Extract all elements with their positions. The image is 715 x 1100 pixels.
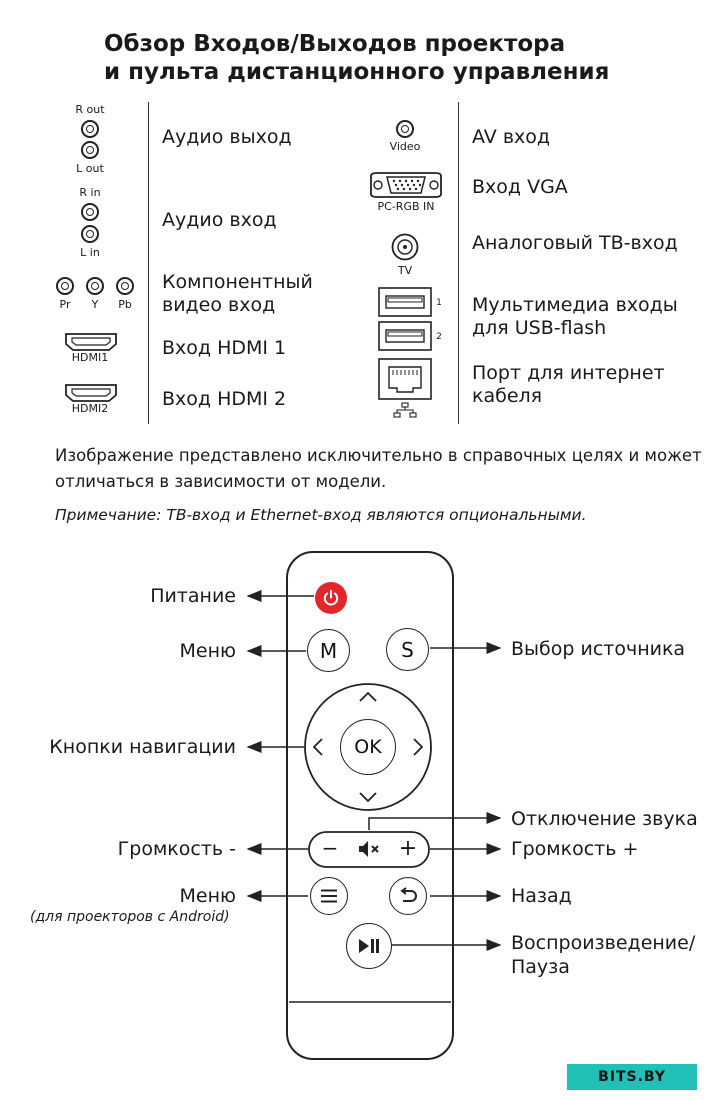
ethernet-port-icon [378,358,432,418]
y-jack-icon [86,277,104,295]
menu-button[interactable]: M [307,629,350,672]
bits-by-logo: BITS.BY [567,1064,697,1090]
l-out-jack-icon [81,141,99,159]
l-in-label: L in [80,246,100,259]
hdmi2-port-icon [65,384,117,402]
audio-in-label: Аудио вход [162,209,277,231]
mute-button[interactable] [357,838,383,860]
power-label: Питание [150,585,236,607]
r-out-jack-icon [81,120,99,138]
pb-jack-icon [116,277,134,295]
android-menu-button[interactable] [310,877,348,915]
ok-button[interactable]: OK [340,719,396,775]
ethernet-label-2: кабеля [472,385,543,407]
ethernet-label-1: Порт для интернет [472,362,665,384]
android-menu-label: Меню [179,885,237,907]
navigation-label: Кнопки навигации [49,736,236,758]
r-in-jack-icon [81,203,99,221]
pr-jack-icon [56,277,74,295]
r-out-label: R out [75,103,105,116]
menu-label: Меню [179,640,237,662]
mute-label: Отключение звука [511,808,698,830]
l-out-label: L out [76,162,104,175]
hdmi1-label: Вход HDMI 1 [162,337,287,359]
tv-antenna-jack-icon [391,233,419,261]
power-icon [323,589,339,606]
hdmi2-label: Вход HDMI 2 [162,388,287,410]
vga-port-label: PC-RGB IN [377,200,435,213]
disclaimer-line-1: Изображение представлено исключительно в… [55,446,702,465]
page-title: Обзор Входов/Выходов проектора и пульта … [104,30,609,86]
hdmi1-port-label: HDMI1 [71,351,109,364]
r-in-label: R in [79,186,101,199]
nav-right-button[interactable] [406,731,428,763]
usb-port-2-number: 2 [436,332,442,342]
tv-in-label: Аналоговый ТВ-вход [472,232,678,254]
component-label-1: Компонентный [162,271,313,293]
pr-label: Pr [59,298,71,311]
component-label-2: видео вход [162,294,276,316]
play-pause-label-1: Воспроизведение/ [511,932,696,954]
video-port-label: Video [389,140,421,153]
title-line-1: Обзор Входов/Выходов проектора [104,31,566,57]
remote-control-body [246,551,502,1060]
hdmi2-port-label: HDMI2 [71,402,109,415]
play-pause-icon [359,939,379,953]
disclaimer-line-2: отличаться в зависимости от модели. [55,472,387,491]
vga-port-icon [370,172,442,198]
nav-down-button[interactable] [352,782,384,804]
video-jack-icon [396,120,414,138]
nav-up-button[interactable] [352,690,384,712]
back-arrow-icon [400,887,417,902]
tv-port-label: TV [397,264,413,277]
back-button[interactable] [389,877,427,915]
pb-label: Pb [118,298,132,311]
android-hint: (для проекторов с Android) [30,909,230,925]
back-label: Назад [511,885,572,907]
av-in-label: AV вход [472,126,551,148]
volume-up-button[interactable]: + [398,835,418,861]
usb-ports-icon [378,287,432,351]
divider-right [458,102,460,424]
usb-port-1-number: 1 [436,298,442,308]
usb-label-1: Мультимедиа входы [472,294,678,316]
power-button[interactable] [315,582,347,614]
hamburger-icon [321,889,337,903]
volume-down-label: Громкость - [117,838,236,860]
l-in-jack-icon [81,225,99,243]
usb-label-2: для USB-flash [472,317,607,339]
volume-up-label: Громкость + [511,838,639,860]
y-label: Y [91,298,99,311]
hdmi1-port-icon [65,333,117,351]
divider-left [148,102,150,424]
play-pause-button[interactable] [346,923,392,969]
title-line-2: и пульта дистанционного управления [104,59,610,85]
volume-down-button[interactable]: − [321,836,339,860]
optional-note: Примечание: ТВ-вход и Ethernet-вход явля… [55,506,587,524]
play-pause-label-2: Пауза [511,956,570,978]
vga-in-label: Вход VGA [472,176,568,198]
source-button[interactable]: S [386,628,429,671]
source-label: Выбор источника [511,638,686,660]
audio-out-label: Аудио выход [162,126,292,148]
mute-icon [359,841,379,857]
nav-left-button[interactable] [308,731,330,763]
